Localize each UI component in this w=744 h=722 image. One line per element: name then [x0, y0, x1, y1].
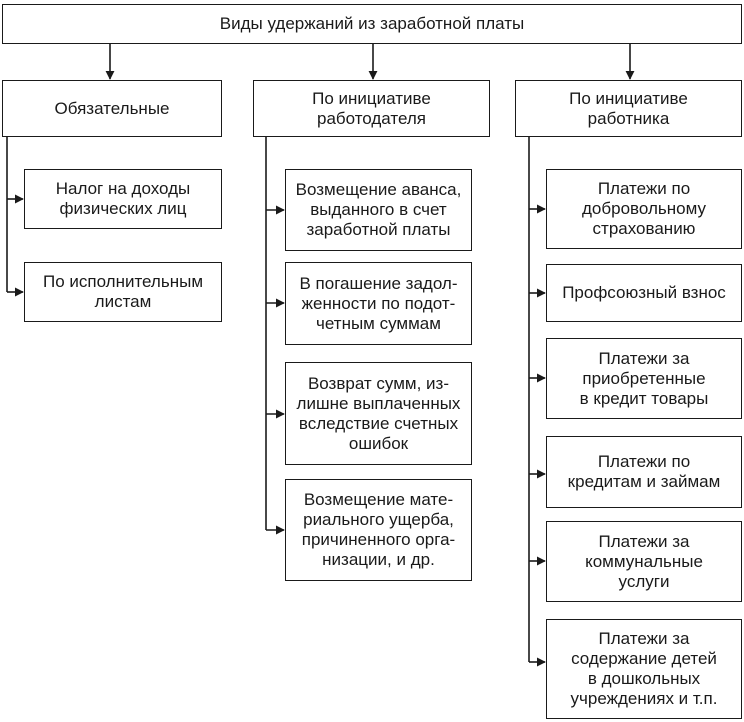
- item-box-credit-goods: Платежи за приобретенные в кредит товары: [546, 338, 742, 419]
- item-box-preschool-fees: Платежи за содержание детей в дошкольных…: [546, 619, 742, 719]
- item-box-voluntary-insurance: Платежи по добровольному страхованию: [546, 169, 742, 249]
- item-box-utilities: Платежи за коммунальные услуги: [546, 521, 742, 602]
- category-box-employer-initiative: По инициативе работодателя: [253, 80, 490, 137]
- item-box-union-dues: Профсоюзный взнос: [546, 264, 742, 322]
- root-box: Виды удержаний из заработной платы: [2, 4, 742, 44]
- category-box-mandatory: Обязательные: [2, 80, 222, 137]
- category-box-employee-initiative: По инициативе работника: [515, 80, 742, 137]
- item-box-overpayment-return: Возврат сумм, из- лишне выплаченных всле…: [285, 362, 472, 465]
- item-box-damage-compensation: Возмещение мате- риального ущерба, причи…: [285, 479, 472, 581]
- item-box-accountable-debt: В погашение задол- женности по подот- че…: [285, 262, 472, 345]
- item-box-loans: Платежи по кредитам и займам: [546, 436, 742, 508]
- item-box-advance-refund: Возмещение аванса, выданного в счет зара…: [285, 169, 472, 251]
- item-box-income-tax: Налог на доходы физических лиц: [24, 169, 222, 229]
- item-box-writs-of-execution: По исполнительным листам: [24, 262, 222, 322]
